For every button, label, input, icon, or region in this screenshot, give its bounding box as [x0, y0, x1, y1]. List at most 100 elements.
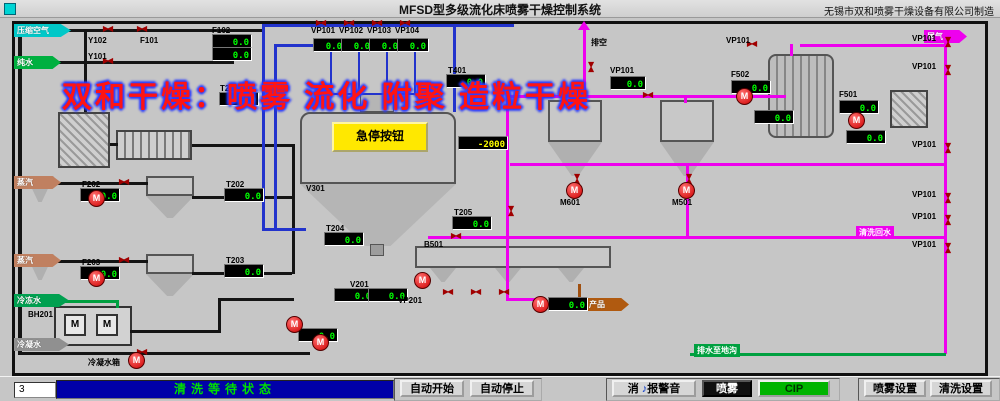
- tag-T202: T202: [226, 180, 245, 189]
- pipe: [944, 40, 947, 238]
- tag-冷凝水箱: 冷凝水箱: [88, 358, 120, 367]
- pipe: [18, 30, 22, 354]
- flow-arrow-冷冻水: 冷冻水: [14, 294, 69, 307]
- valve-icon[interactable]: ▶◀: [442, 287, 453, 296]
- pipe: [218, 300, 221, 333]
- display-value: 0.0: [409, 42, 426, 52]
- pipe: [506, 298, 536, 301]
- display-value: 0.0: [866, 134, 883, 144]
- manufacturer-label: 无锡市双和喷雾干燥设备有限公司制造: [824, 7, 994, 18]
- pipe: [48, 182, 148, 185]
- tag-T201: T201: [220, 84, 239, 93]
- valve-icon[interactable]: ▶◀: [507, 205, 516, 215]
- valve-icon[interactable]: ▶◀: [587, 61, 596, 71]
- valve-icon[interactable]: ▶◀: [118, 255, 129, 264]
- valve-icon[interactable]: ▶◀: [450, 231, 461, 240]
- pipe: [684, 97, 687, 103]
- pipe: [262, 24, 514, 27]
- chamber-outlet: [370, 244, 384, 256]
- pipe: [330, 51, 332, 95]
- display-value: 0.0: [344, 236, 361, 246]
- pump-motor[interactable]: M: [312, 334, 329, 351]
- valve-icon[interactable]: ▶◀: [746, 39, 757, 48]
- display-value: 0.0: [100, 270, 117, 280]
- tag-F102: F102: [212, 26, 231, 35]
- motor-icon: M: [64, 314, 86, 336]
- pipe: [116, 300, 119, 308]
- title-bar: MFSD型多级流化床喷雾干燥控制系统 无锡市双和喷雾干燥设备有限公司制造: [0, 0, 1000, 18]
- motor-icon: M: [96, 314, 118, 336]
- fluid-bed-conveyor: [415, 246, 611, 268]
- value-display: 0.0: [212, 34, 252, 48]
- display-value: -2000: [477, 140, 505, 150]
- flow-arrow-蒸汽: 蒸汽: [14, 254, 61, 267]
- mute-alarm-button[interactable]: 消 ♪报警音: [612, 380, 696, 397]
- valve-icon[interactable]: ▶◀: [102, 56, 113, 65]
- display-value: 0.0: [381, 42, 398, 52]
- display-value: 0.0: [232, 38, 249, 48]
- window-corner-icon: [4, 3, 16, 15]
- valve-icon[interactable]: ▶◀: [315, 18, 326, 27]
- flow-arrow-纯水: 纯水: [14, 56, 61, 69]
- valve-icon[interactable]: ▶◀: [102, 24, 113, 33]
- cyclone-body: [146, 176, 194, 196]
- spray-mode-button[interactable]: 喷雾: [702, 380, 752, 397]
- flow-arrow-产品: 产品: [586, 298, 629, 311]
- valve-icon[interactable]: ▶◀: [944, 142, 953, 152]
- valve-icon[interactable]: ▶◀: [642, 90, 653, 99]
- display-value: 0.0: [859, 104, 876, 114]
- value-display: 0.0: [368, 288, 408, 302]
- pipe: [292, 144, 295, 274]
- valve-icon[interactable]: ▶◀: [498, 287, 509, 296]
- valve-icon[interactable]: ▶◀: [944, 64, 953, 74]
- valve-icon[interactable]: ▶◀: [944, 214, 953, 224]
- value-display: 0.0: [324, 232, 364, 246]
- spray-nozzle-assembly: [360, 94, 394, 112]
- valve-icon[interactable]: ▶◀: [944, 192, 953, 202]
- display-value: 0.0: [774, 114, 791, 124]
- display-value: 0.0: [353, 42, 370, 52]
- pipe: [572, 97, 575, 103]
- pump-motor[interactable]: M: [566, 182, 583, 199]
- value-display: -2000: [458, 136, 508, 150]
- tag-F101: F101: [140, 36, 159, 45]
- pump-motor[interactable]: M: [678, 182, 695, 199]
- flow-arrow-冷凝水: 冷凝水: [14, 338, 69, 351]
- valve-icon[interactable]: ▶◀: [343, 18, 354, 27]
- pump-motor[interactable]: M: [848, 112, 865, 129]
- clean-settings-button[interactable]: 清洗设置: [930, 380, 992, 397]
- pump-motor[interactable]: M: [128, 352, 145, 369]
- value-display: 0.0: [212, 47, 252, 61]
- pipe: [414, 51, 416, 95]
- spray-settings-button[interactable]: 喷雾设置: [864, 380, 926, 397]
- valve-icon[interactable]: ▶◀: [944, 36, 953, 46]
- pump-motor[interactable]: M: [736, 88, 753, 105]
- valve-icon[interactable]: ▶◀: [399, 18, 410, 27]
- cip-mode-button[interactable]: CIP: [758, 380, 830, 397]
- pump-motor[interactable]: M: [286, 316, 303, 333]
- tag-V301: V301: [306, 184, 325, 193]
- pump-motor[interactable]: M: [414, 272, 431, 289]
- valve-icon[interactable]: ▶◀: [118, 177, 129, 186]
- valve-icon[interactable]: ▶◀: [944, 242, 953, 252]
- pump-motor[interactable]: M: [88, 270, 105, 287]
- valve-icon[interactable]: ▶◀: [136, 347, 147, 356]
- diagram-frame: [12, 21, 988, 376]
- tag-F202: F202: [82, 180, 101, 189]
- pipe: [274, 44, 320, 47]
- auto-stop-button[interactable]: 自动停止: [470, 380, 534, 397]
- collector-hopper-body: [548, 100, 602, 142]
- status-text: 清洗等待状态: [56, 380, 394, 399]
- valve-icon[interactable]: ▶◀: [371, 18, 382, 27]
- display-value: 0.0: [232, 51, 249, 61]
- tag-VP101: VP101: [726, 36, 751, 45]
- emergency-stop-button[interactable]: 急停按钮: [332, 122, 428, 152]
- valve-icon[interactable]: ▶◀: [136, 24, 147, 33]
- pump-motor[interactable]: M: [532, 296, 549, 313]
- display-value: 0.0: [100, 192, 117, 202]
- valve-icon[interactable]: ▶◀: [470, 287, 481, 296]
- auto-start-button[interactable]: 自动开始: [400, 380, 464, 397]
- pump-motor[interactable]: M: [88, 190, 105, 207]
- pipe: [506, 95, 509, 300]
- counter-field[interactable]: 3: [14, 382, 56, 398]
